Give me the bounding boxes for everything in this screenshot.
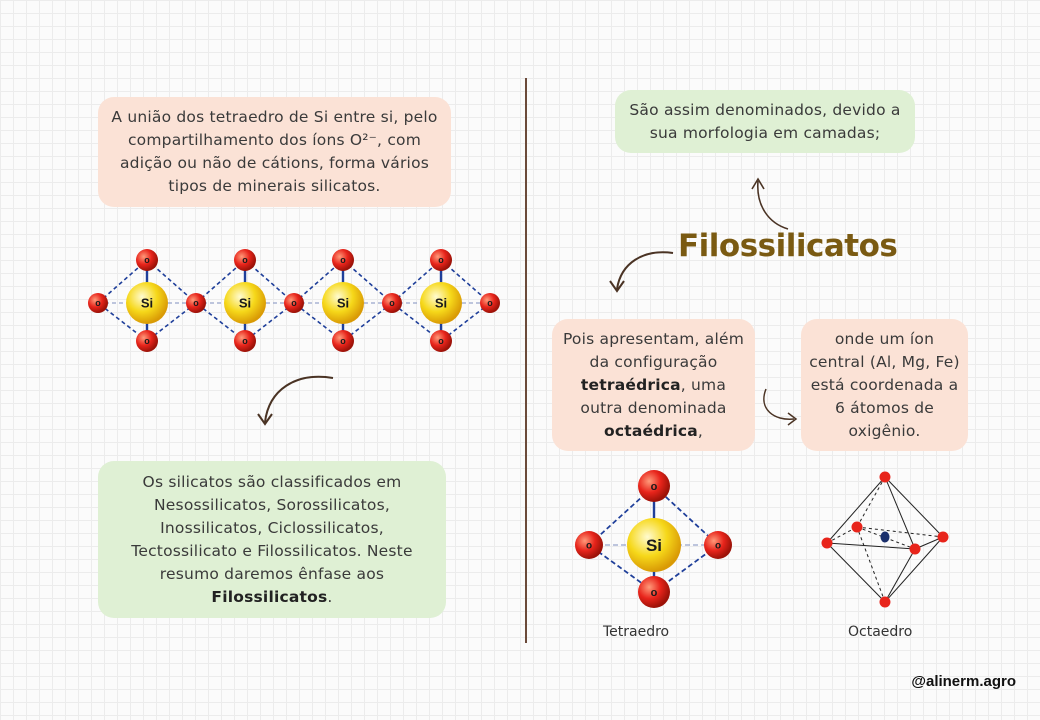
oxygen-atom: [704, 531, 732, 559]
oxygen-label: o: [242, 336, 248, 346]
classification-text: Os silicatos são classificados em Nesoss…: [131, 472, 413, 583]
oxygen-label: o: [144, 336, 150, 346]
octa-vertex-back: [851, 521, 863, 533]
oxygen-label: o: [291, 298, 297, 308]
oxygen-atom: [638, 576, 670, 608]
silicon-label: Si: [239, 296, 251, 311]
intro-box: A união dos tetraedro de Si entre si, pe…: [98, 97, 451, 207]
silicon-atom: [322, 282, 364, 324]
silicon-label: Si: [141, 296, 153, 311]
config-bold-tetra: tetraédrica: [580, 375, 681, 394]
oxygen-atom: [332, 330, 354, 352]
credit-handle: @alinerm.agro: [911, 673, 1016, 690]
oxygen-label: o: [651, 587, 658, 599]
intro-text: A união dos tetraedro de Si entre si, pe…: [111, 108, 438, 195]
page-title: Filossilicatos: [678, 228, 898, 264]
curved-arrow-title-to-config: [609, 251, 674, 293]
octa-vertex-front: [909, 543, 921, 555]
silicon-label: Si: [337, 296, 349, 311]
config-text-2: , uma outra denominada: [580, 375, 727, 417]
octahedron-caption: Octaedro: [848, 624, 913, 640]
octa-center-ion: [880, 531, 890, 543]
oxygen-label: o: [340, 336, 346, 346]
oxygen-label: o: [487, 298, 493, 308]
oxygen-atom: [234, 330, 256, 352]
oxygen-atom: [88, 293, 108, 313]
curved-arrow-down-left: [257, 375, 334, 426]
morphology-box: São assim denominados, devido a sua morf…: [615, 90, 915, 153]
config-text-1: Pois apresentam, além da configuração: [562, 329, 745, 371]
silicon-atom: [224, 282, 266, 324]
silicate-chain-diagram: Si Si Si Si o o o o o o o o o o o o o: [88, 249, 500, 352]
octahedron-diagram: [821, 471, 949, 608]
classification-box: Os silicatos são classificados em Nesoss…: [98, 461, 446, 618]
morphology-text: São assim denominados, devido a sua morf…: [629, 100, 901, 142]
oxygen-label: o: [193, 298, 199, 308]
classification-emphasis: Filossilicatos: [211, 587, 328, 606]
config-box: Pois apresentam, além da configuração te…: [552, 319, 755, 451]
arrow-config-to-ion: [763, 388, 798, 426]
oxygen-atom: [480, 293, 500, 313]
classification-end: .: [327, 587, 333, 606]
silicon-label: Si: [646, 536, 662, 555]
oxygen-atom: [136, 249, 158, 271]
oxygen-atom: [186, 293, 206, 313]
octa-vertex-bottom: [879, 596, 891, 608]
octa-vertex-top: [879, 471, 891, 483]
silicon-atom: [126, 282, 168, 324]
ion-box: onde um íon central (Al, Mg, Fe) está co…: [801, 319, 968, 451]
tetrahedron-caption: Tetraedro: [603, 624, 670, 640]
oxygen-atom: [332, 249, 354, 271]
oxygen-atom: [575, 531, 603, 559]
oxygen-atom: [638, 470, 670, 502]
oxygen-label: o: [715, 541, 721, 552]
arrow-up-to-morphology: [751, 177, 789, 230]
oxygen-label: o: [95, 298, 101, 308]
oxygen-atom: [430, 249, 452, 271]
oxygen-label: o: [438, 336, 444, 346]
tetrahedron-diagram: Si o o o o: [575, 470, 732, 608]
column-divider: [525, 78, 527, 643]
config-text-3: ,: [697, 421, 704, 440]
oxygen-atom: [430, 330, 452, 352]
oxygen-label: o: [242, 255, 248, 265]
config-bold-octa: octaédrica: [603, 421, 698, 440]
oxygen-atom: [136, 330, 158, 352]
silicon-atom: [420, 282, 462, 324]
oxygen-label: o: [389, 298, 395, 308]
silicon-label: Si: [435, 296, 447, 311]
ion-text: onde um íon central (Al, Mg, Fe) está co…: [809, 329, 960, 440]
octa-vertex-right: [937, 531, 949, 543]
silicon-atom: [627, 518, 681, 572]
octa-vertex-left: [821, 537, 833, 549]
oxygen-label: o: [144, 255, 150, 265]
oxygen-label: o: [586, 541, 592, 552]
oxygen-atom: [284, 293, 304, 313]
oxygen-atom: [382, 293, 402, 313]
oxygen-label: o: [340, 255, 346, 265]
oxygen-label: o: [651, 481, 658, 493]
oxygen-label: o: [438, 255, 444, 265]
oxygen-atom: [234, 249, 256, 271]
